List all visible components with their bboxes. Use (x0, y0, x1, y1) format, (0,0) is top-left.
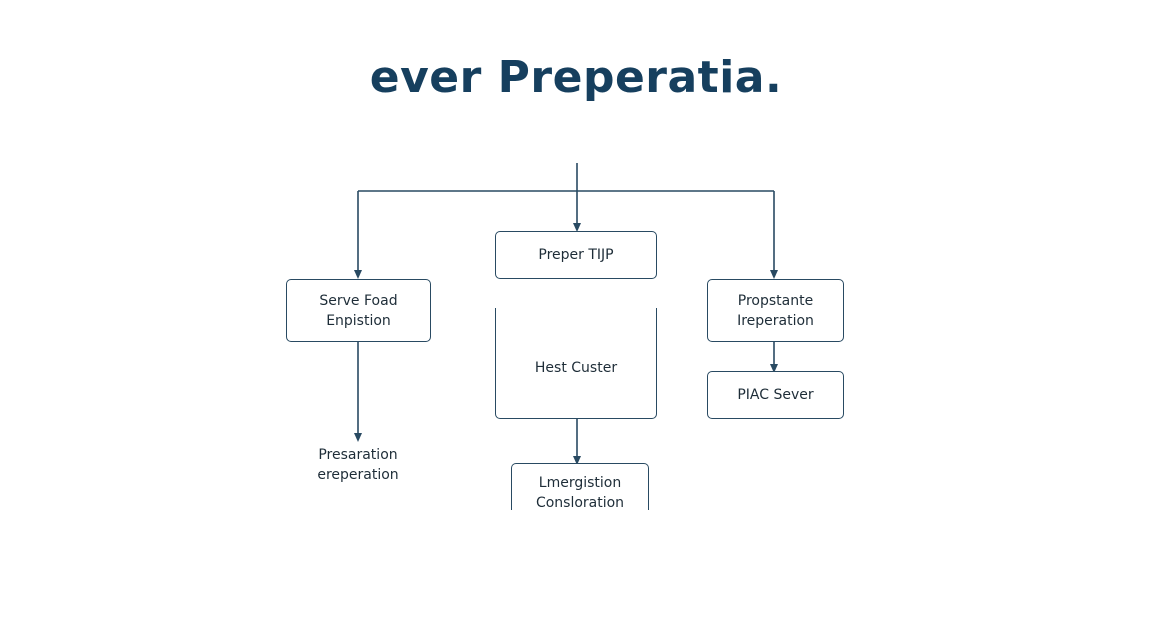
node-label: Consloration (535, 495, 625, 511)
node-label: ereperation (317, 467, 399, 483)
node-label: Hest Custer (534, 360, 618, 376)
node-label: Propstante (737, 292, 814, 309)
node-hest-custer: Hest Custer (495, 308, 657, 419)
node-serve-food: Serve Foad Enpistion (286, 279, 431, 342)
node-presaration: Presaration ereperation (293, 445, 423, 485)
node-label: Enpistion (326, 312, 391, 329)
node-label: Lmergistion (538, 475, 622, 491)
node-label: PIAC Sever (737, 387, 814, 403)
node-piac-sever: PIAC Sever (707, 371, 844, 419)
diagram-title: ever Preperatia. (369, 52, 783, 103)
node-lmergistion: Lmergistion Consloration (511, 463, 649, 511)
node-label: Presaration (318, 447, 398, 463)
node-label: Serve Foad (319, 292, 398, 309)
node-propstante: Propstante Ireperation (707, 279, 844, 342)
node-label: Ireperation (737, 312, 814, 329)
node-label: Preper TIJP (538, 247, 614, 263)
node-preper: Preper TIJP (495, 231, 657, 279)
